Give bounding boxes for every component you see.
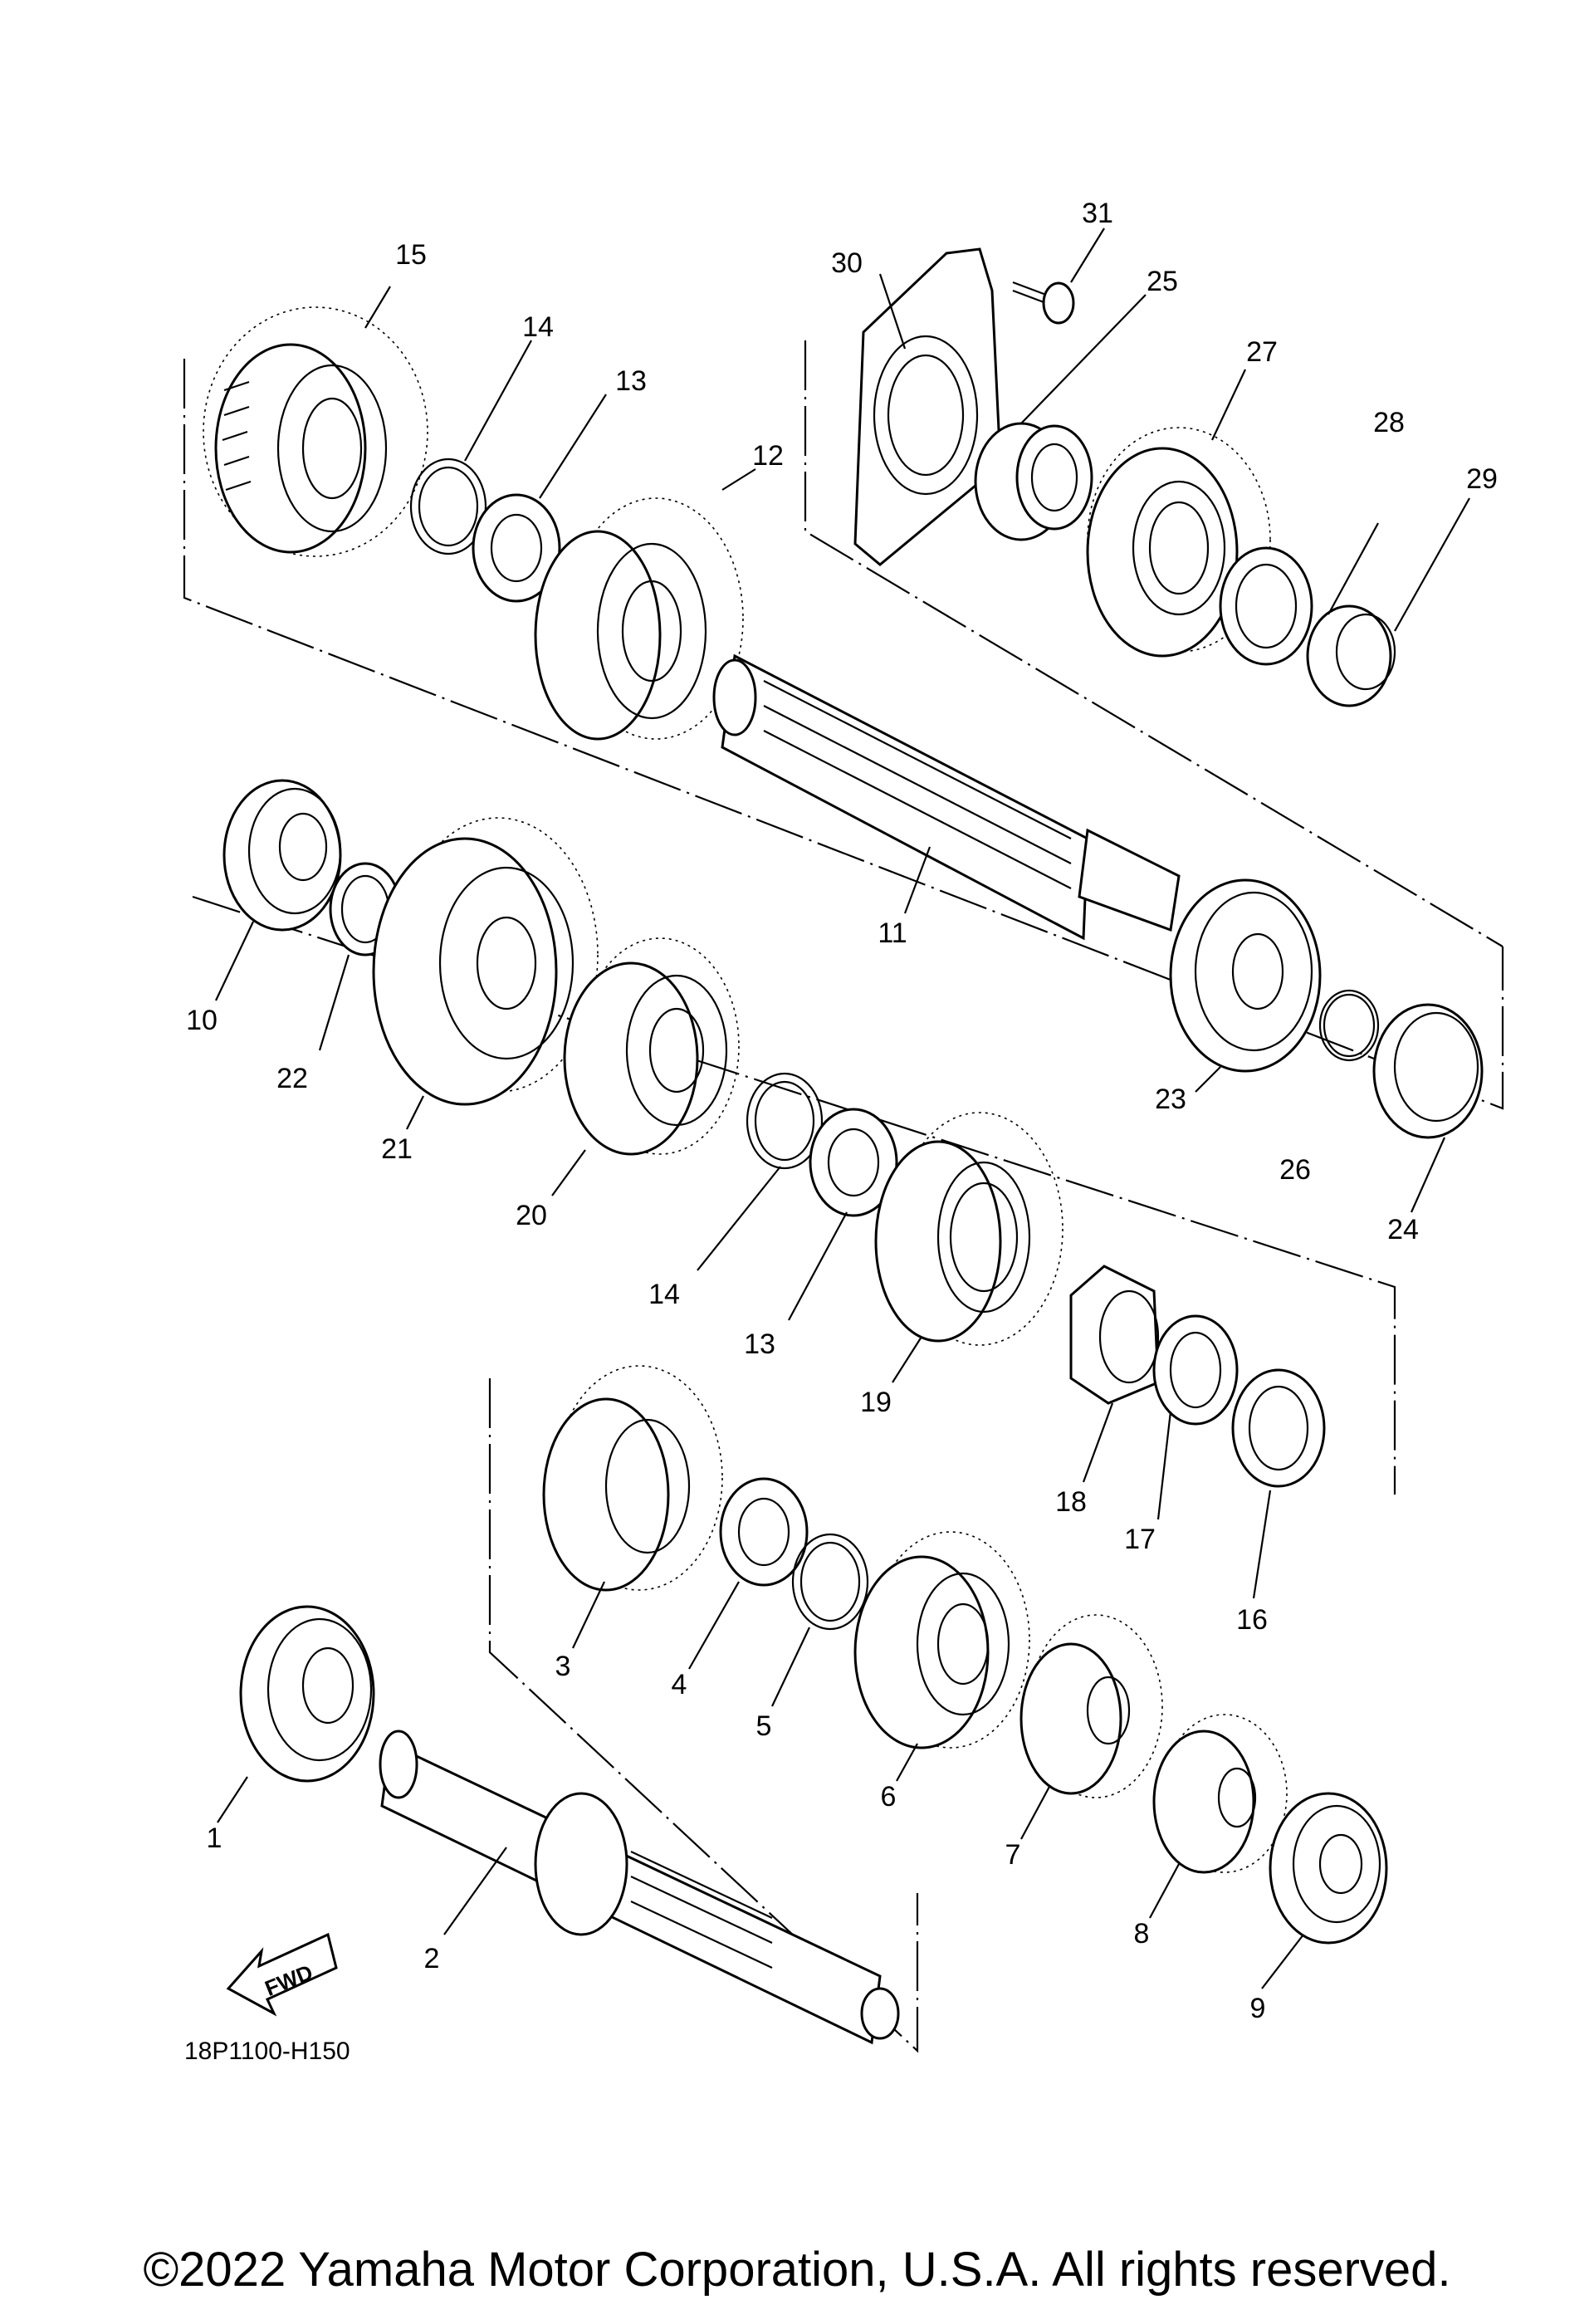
part-21-gear <box>372 817 599 1106</box>
leader-lines <box>215 228 1470 1989</box>
callout-26: 26 <box>1279 1154 1311 1186</box>
part-1-bearing <box>239 1605 375 1783</box>
callout-13-upper: 13 <box>615 365 647 397</box>
part-8-gear <box>1152 1714 1288 1874</box>
cover-frame <box>804 340 1504 947</box>
part-9-bearing <box>1269 1792 1388 1945</box>
callout-30: 30 <box>831 247 863 279</box>
callout-numbers: 1 2 3 4 5 6 7 8 9 10 11 12 13 13 14 14 1… <box>186 198 1498 2024</box>
parts: FWD <box>203 247 1484 2045</box>
callout-24: 24 <box>1387 1214 1419 1245</box>
part-30-cover <box>853 247 1002 566</box>
part-5-circlip <box>791 1533 869 1631</box>
callout-19: 19 <box>860 1387 892 1418</box>
callout-23: 23 <box>1155 1084 1186 1115</box>
part-13-washer-middle <box>809 1108 898 1217</box>
part-3-gear <box>542 1365 723 1592</box>
part-7-gear <box>1019 1614 1163 1798</box>
callout-16: 16 <box>1236 1604 1268 1636</box>
part-20-gear <box>563 937 740 1156</box>
part-24-collar <box>1372 1003 1484 1139</box>
drive-axle-lower-frame <box>488 1378 919 2053</box>
callout-21: 21 <box>381 1133 413 1165</box>
part-23-bearing <box>1169 878 1322 1073</box>
callout-31: 31 <box>1082 198 1113 229</box>
part-11-main-axle <box>712 653 1181 941</box>
callout-2: 2 <box>424 1943 440 1974</box>
part-25-bearing <box>974 422 1093 541</box>
callout-4: 4 <box>672 1669 687 1700</box>
callout-17: 17 <box>1124 1524 1156 1555</box>
callout-20: 20 <box>516 1200 547 1231</box>
callout-13-middle: 13 <box>744 1328 775 1360</box>
callout-22: 22 <box>276 1063 308 1094</box>
part-18-needle-bearing <box>1069 1265 1160 1405</box>
part-14-circlip-middle <box>746 1072 824 1170</box>
part-29-collar <box>1306 604 1396 707</box>
part-12-gear <box>534 497 744 741</box>
callout-11: 11 <box>878 917 907 949</box>
part-4-washer <box>719 1477 809 1587</box>
callout-12: 12 <box>752 440 784 472</box>
callout-25: 25 <box>1147 266 1178 297</box>
callout-10: 10 <box>186 1005 218 1036</box>
callout-28: 28 <box>1373 407 1405 438</box>
callout-15: 15 <box>395 239 427 271</box>
part-2-drive-axle <box>379 1730 900 2045</box>
callout-27: 27 <box>1246 336 1278 368</box>
callout-18: 18 <box>1055 1486 1087 1518</box>
part-17-washer <box>1152 1314 1239 1426</box>
part-10-bearing <box>222 779 342 932</box>
part-19-gear <box>874 1112 1063 1346</box>
callout-8: 8 <box>1134 1918 1150 1950</box>
callout-29: 29 <box>1466 463 1498 495</box>
callout-9: 9 <box>1250 1993 1266 2024</box>
part-31-bolt <box>1012 281 1075 325</box>
part-16-washer <box>1231 1368 1326 1488</box>
callout-3: 3 <box>555 1651 571 1682</box>
part-28-washer <box>1219 546 1313 666</box>
callout-5: 5 <box>756 1710 772 1742</box>
fwd-arrow: FWD <box>226 1932 338 2017</box>
part-14-circlip-upper <box>409 457 487 555</box>
callout-7: 7 <box>1005 1839 1021 1871</box>
callout-14-upper: 14 <box>522 311 554 343</box>
part-27-gear <box>1086 427 1271 658</box>
copyright-notice: ©2022 Yamaha Motor Corporation, U.S.A. A… <box>143 2243 1451 2297</box>
part-13-washer-upper <box>472 493 561 603</box>
callout-6: 6 <box>881 1781 897 1813</box>
part-26-o-ring <box>1318 989 1380 1062</box>
part-15-gear <box>203 306 428 557</box>
main-axle-frame <box>183 359 1504 1110</box>
diagram-code: 18P1100-H150 <box>184 2038 350 2065</box>
callout-14-middle: 14 <box>648 1279 680 1310</box>
part-6-gear <box>853 1531 1030 1749</box>
callout-1: 1 <box>207 1823 222 1854</box>
